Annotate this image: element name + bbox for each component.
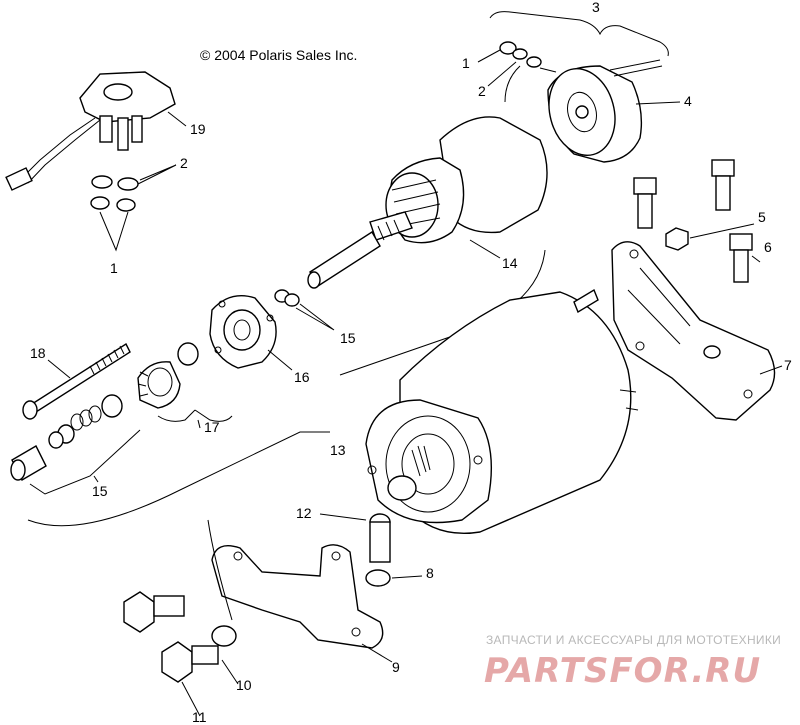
callout-11: 11 xyxy=(192,709,207,725)
armature xyxy=(307,116,548,289)
callout-6: 6 xyxy=(764,239,772,255)
front-end-plate xyxy=(209,295,277,369)
callout-16: 16 xyxy=(294,369,310,385)
callout-18: 18 xyxy=(30,345,46,361)
callout-13: 13 xyxy=(330,442,346,458)
callout-17: 17 xyxy=(204,419,220,435)
callout-15-low: 15 xyxy=(92,483,108,499)
solenoid-washers xyxy=(90,175,139,212)
spring-washer-stack xyxy=(48,394,123,449)
callout-2-left: 2 xyxy=(180,155,188,171)
mount-bolt-upper-left xyxy=(633,177,657,229)
through-bolt xyxy=(22,342,131,420)
callout-3: 3 xyxy=(592,0,600,15)
callout-14: 14 xyxy=(502,255,518,271)
callout-9: 9 xyxy=(392,659,400,675)
callout-1-top: 1 xyxy=(462,55,470,71)
lower-bracket xyxy=(207,519,384,649)
hex-nut xyxy=(665,227,689,251)
callout-8: 8 xyxy=(426,565,434,581)
end-cap-hardware xyxy=(499,41,542,103)
solenoid-assembly xyxy=(5,71,176,191)
starter-motor xyxy=(365,288,639,534)
bracket-bolt-lower xyxy=(161,641,219,683)
bracket-bolt-upper xyxy=(123,591,185,633)
watermark-logo: PARTSFOR.RU xyxy=(484,651,761,691)
flat-washer xyxy=(365,569,391,587)
callout-4: 4 xyxy=(684,93,692,109)
callout-19: 19 xyxy=(190,121,206,137)
armature-washers xyxy=(274,289,300,307)
pinion-collar xyxy=(10,445,47,481)
watermark-tagline: ЗАПЧАСТИ И АКСЕССУАРЫ ДЛЯ МОТОТЕХНИКИ xyxy=(486,633,781,647)
callout-7: 7 xyxy=(784,357,792,373)
callout-1-left: 1 xyxy=(110,260,118,276)
ring-terminal xyxy=(211,625,237,647)
drive-gear xyxy=(137,342,199,409)
rear-end-cap xyxy=(539,59,663,163)
callout-5: 5 xyxy=(758,209,766,225)
callout-15-mid: 15 xyxy=(340,330,356,346)
callout-10: 10 xyxy=(236,677,252,693)
callout-2-top: 2 xyxy=(478,83,486,99)
callout-12: 12 xyxy=(296,505,312,521)
socket-bolt xyxy=(369,513,391,563)
mount-bolt-right xyxy=(729,233,753,283)
mounting-bracket xyxy=(611,241,776,421)
copyright-text: © 2004 Polaris Sales Inc. xyxy=(200,47,357,63)
mount-bolt-upper-right xyxy=(711,159,735,211)
